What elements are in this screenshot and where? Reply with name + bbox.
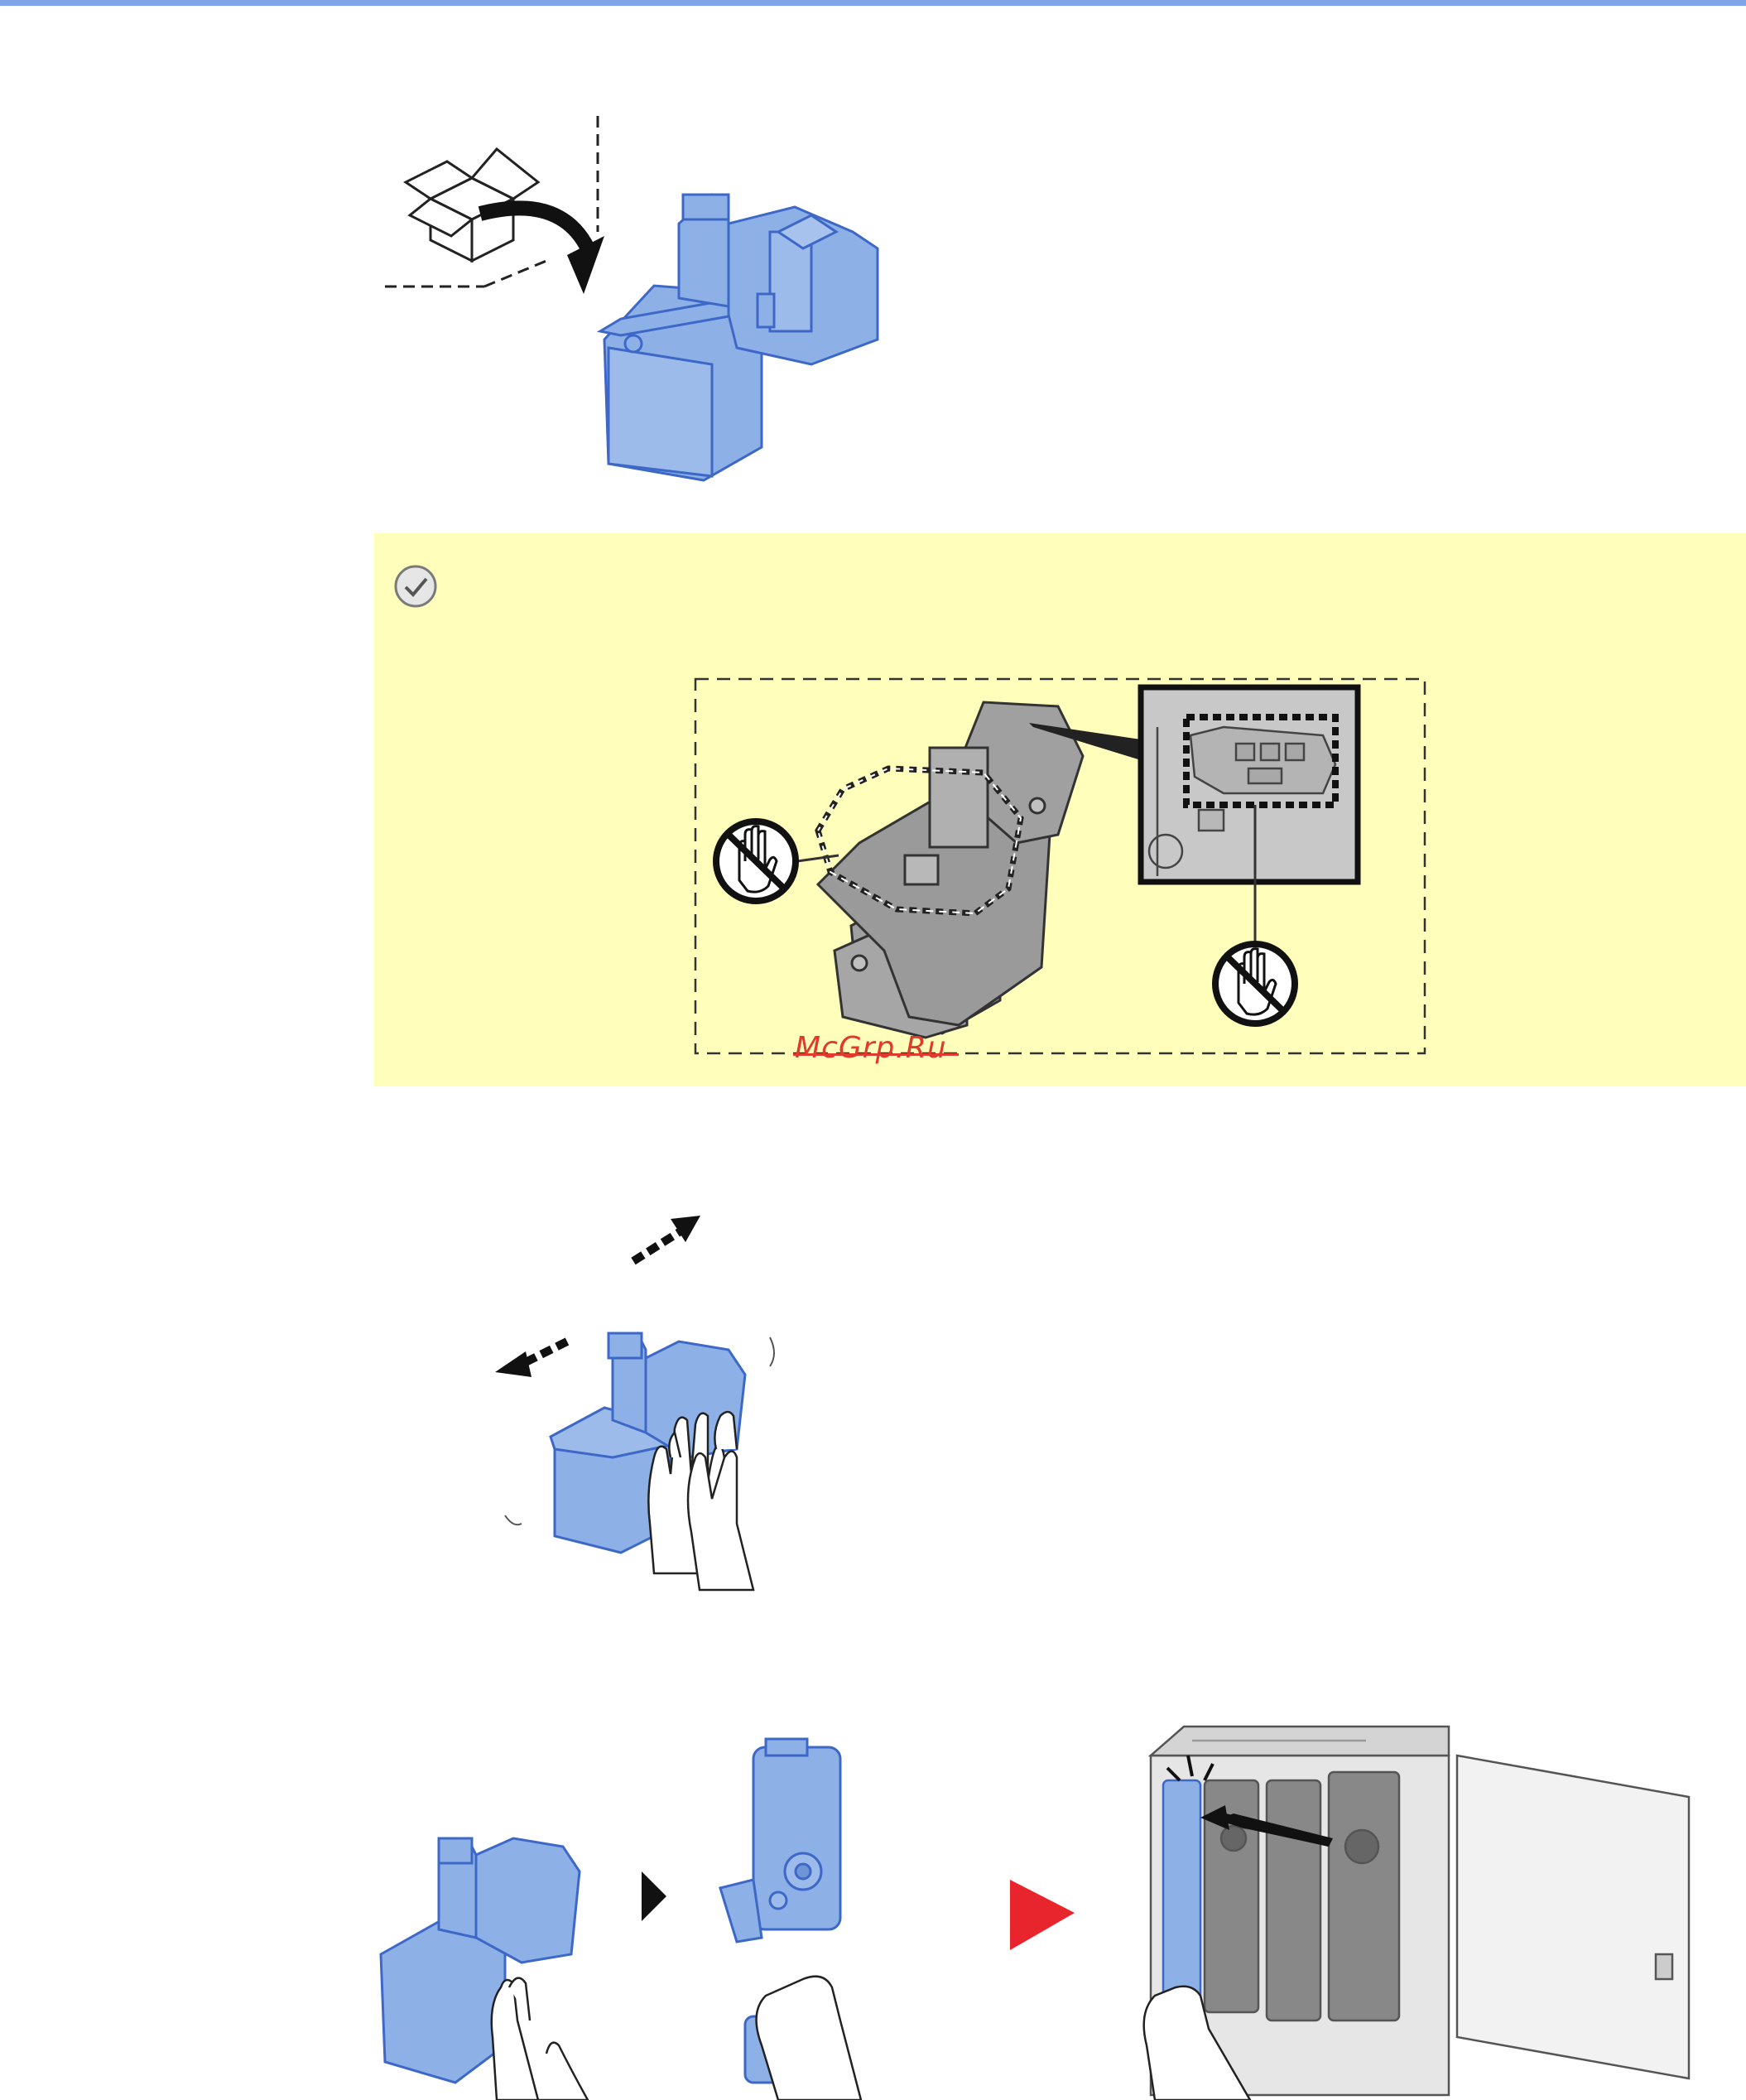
do-not-touch-illustration bbox=[694, 677, 1426, 1055]
unpack-cartridge-illustration bbox=[381, 116, 894, 497]
next-step-arrow-icon bbox=[642, 1871, 666, 1921]
watermark-strike bbox=[793, 1053, 959, 1056]
hand-illustration bbox=[492, 1980, 588, 2100]
toner-cartridge bbox=[600, 195, 878, 480]
shake-arrow-up-icon bbox=[633, 1216, 700, 1261]
no-touch-hand-icon bbox=[1215, 944, 1295, 1024]
checkmark-circle-icon bbox=[392, 563, 439, 609]
install-cartridge-illustration bbox=[373, 1722, 1705, 2100]
toner-cartridge-gray bbox=[818, 702, 1083, 1038]
hand-illustration bbox=[757, 1977, 861, 2100]
watermark: McGrp.Ru bbox=[795, 1031, 960, 1072]
header-accent-bar bbox=[0, 0, 1746, 6]
no-touch-hand-icon bbox=[716, 821, 796, 901]
printer-illustration bbox=[1151, 1727, 1689, 2095]
shake-cartridge-illustration bbox=[488, 1209, 820, 1590]
red-arrow-icon bbox=[1010, 1880, 1075, 1950]
shake-arrow-left-icon bbox=[495, 1341, 567, 1377]
